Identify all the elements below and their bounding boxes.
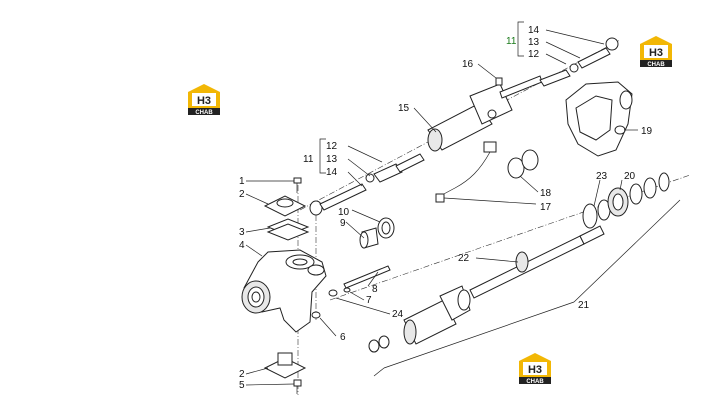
label-14-lower: 14 xyxy=(326,167,338,178)
label-22: 22 xyxy=(458,253,470,264)
svg-text:H3: H3 xyxy=(197,95,211,107)
svg-text:H3: H3 xyxy=(528,364,542,376)
pin-part-8 xyxy=(343,265,391,289)
cap-part-2-bottom xyxy=(263,352,307,379)
label-16: 16 xyxy=(462,59,474,70)
tie-rod-end-right xyxy=(539,37,619,87)
seal-part-23 xyxy=(582,199,611,229)
steering-cylinder-part-15 xyxy=(395,75,543,173)
label-2-bottom: 2 xyxy=(239,369,245,380)
snap-rings-part-18 xyxy=(507,149,539,179)
label-21: 21 xyxy=(578,300,590,311)
label-3: 3 xyxy=(239,227,245,238)
seal-part-20 xyxy=(607,187,629,217)
label-14-upper: 14 xyxy=(528,25,540,36)
label-23: 23 xyxy=(596,171,608,182)
label-1: 1 xyxy=(239,176,245,187)
watermark-logo-top-right: H3 CHAB xyxy=(640,36,672,68)
label-13-upper: 13 xyxy=(528,37,540,48)
sensor-part-17 xyxy=(435,141,497,203)
label-17: 17 xyxy=(540,202,552,213)
ring-part-10 xyxy=(377,217,395,239)
cap-part-2-top xyxy=(263,195,307,217)
shaft-part-22 xyxy=(469,225,605,299)
label-18: 18 xyxy=(540,188,552,199)
steering-knuckle-part-4 xyxy=(241,249,327,333)
label-12-upper: 12 xyxy=(528,49,540,60)
label-2-top: 2 xyxy=(239,189,245,200)
housing-part-19 xyxy=(565,81,633,157)
label-7: 7 xyxy=(366,295,372,306)
label-19: 19 xyxy=(641,126,653,137)
svg-text:H3: H3 xyxy=(649,47,663,59)
label-12-lower: 12 xyxy=(326,141,338,152)
tie-rod-end-left xyxy=(309,163,403,216)
label-4: 4 xyxy=(239,240,245,251)
svg-text:CHAB: CHAB xyxy=(526,379,544,385)
watermark-logo-left: H3 CHAB xyxy=(188,84,220,116)
svg-text:CHAB: CHAB xyxy=(647,62,665,68)
bolt-part-5 xyxy=(293,379,302,394)
label-5: 5 xyxy=(239,380,245,391)
cylinder-part-21 xyxy=(368,285,471,353)
washer-part-7 xyxy=(343,287,351,293)
bolt-part-1 xyxy=(293,177,302,193)
label-8: 8 xyxy=(372,284,378,295)
label-11-lower: 11 xyxy=(303,154,314,165)
fitting-part-16 xyxy=(495,77,503,86)
axis-line-shaft xyxy=(329,174,691,301)
label-13-lower: 13 xyxy=(326,154,338,165)
nut-part-6 xyxy=(311,311,321,319)
leader-lines xyxy=(245,21,681,386)
label-20: 20 xyxy=(624,171,636,182)
label-15: 15 xyxy=(398,103,410,114)
rings-right xyxy=(629,172,670,205)
label-6: 6 xyxy=(340,332,346,343)
shims-part-3 xyxy=(266,218,310,241)
svg-text:CHAB: CHAB xyxy=(195,110,213,116)
label-9: 9 xyxy=(340,218,346,229)
label-10: 10 xyxy=(338,207,350,218)
watermark-logo-bottom: H3 CHAB xyxy=(519,353,551,385)
bushing-part-24 xyxy=(328,289,338,297)
label-24: 24 xyxy=(392,309,404,320)
bushing-part-9 xyxy=(359,227,379,249)
label-11-upper: 11 xyxy=(506,36,517,47)
